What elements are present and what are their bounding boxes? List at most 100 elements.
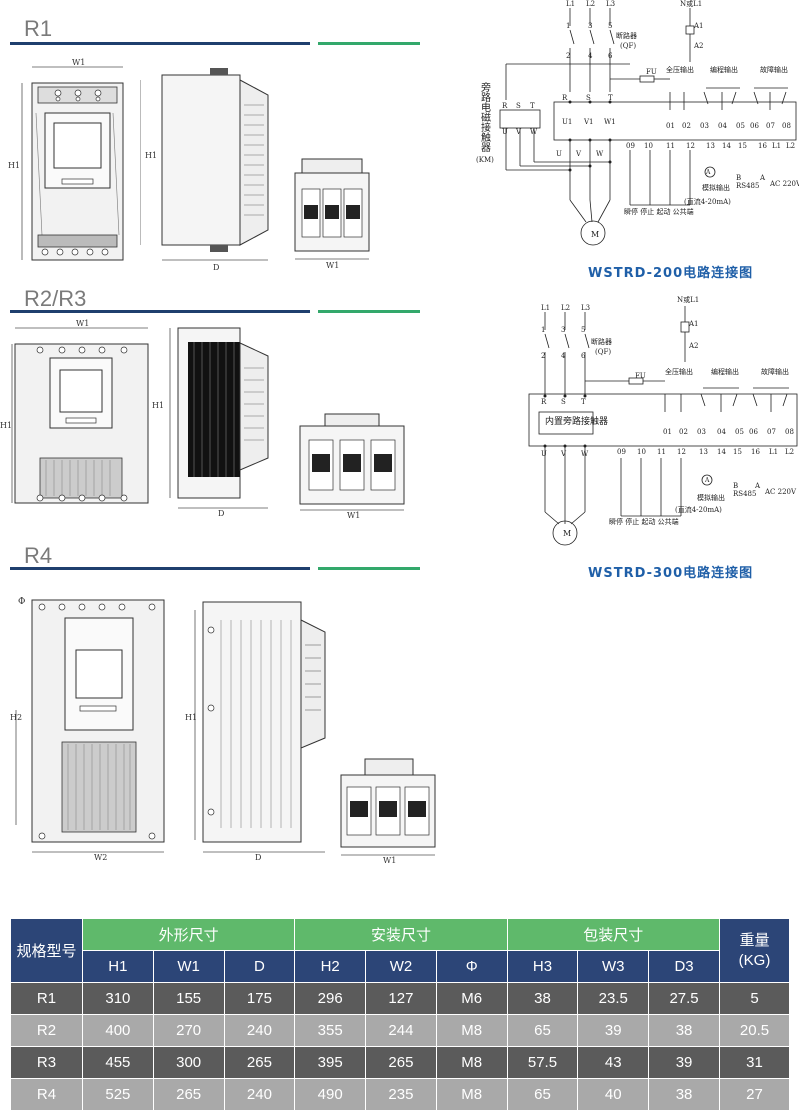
svg-text:W1: W1 [347,511,360,520]
header-model: 规格型号 [10,918,83,983]
svg-text:6: 6 [608,52,613,60]
diagram-300-caption: WSTRD-300电路连接图 [588,566,754,581]
table-cell: 40 [577,1078,650,1111]
svg-text:V: V [515,128,522,136]
svg-text:4: 4 [561,352,566,360]
svg-text:A: A [754,482,761,490]
table-row: R4 525 265 240 490 235 M8 65 40 38 27 [10,1078,790,1111]
svg-text:L1: L1 [769,448,778,456]
svg-text:07: 07 [766,122,775,130]
table-cell: 270 [152,1014,225,1047]
svg-text:15: 15 [738,142,747,150]
table-cell: 65 [506,1014,579,1047]
table-cell: 400 [82,1014,154,1047]
svg-text:Φ: Φ [18,597,25,607]
table-cell: 5 [719,982,790,1015]
r1-bottom-view: W1 [294,158,370,270]
svg-text:06: 06 [750,122,759,130]
svg-text:1: 1 [541,326,545,334]
section-divider-r4 [10,567,420,570]
svg-text:6: 6 [581,352,586,360]
svg-text:FU: FU [635,372,646,380]
header-d3: D3 [648,950,720,983]
table-cell: 23.5 [577,982,650,1015]
table-cell: M8 [435,1078,508,1111]
svg-text:A: A [704,477,710,484]
svg-text:T: T [608,94,613,102]
svg-text:L3: L3 [581,304,590,312]
svg-text:08: 08 [782,122,791,130]
svg-text:RS485: RS485 [733,490,756,498]
svg-text:A: A [705,169,711,176]
svg-text:(KM): (KM) [476,156,494,164]
svg-text:故障输出: 故障输出 [761,367,789,376]
table-cell: 65 [506,1078,579,1111]
svg-text:2: 2 [566,52,570,60]
svg-text:H1: H1 [185,713,197,722]
table-cell: M8 [435,1046,508,1079]
svg-text:模拟输出: 模拟输出 [702,183,730,192]
r2-r3-bottom-view: W1 [299,413,405,520]
svg-text:1: 1 [566,22,570,30]
svg-text:内置旁路接触器: 内置旁路接触器 [545,415,608,427]
table-cell: 39 [648,1046,720,1079]
svg-text:H1: H1 [0,421,12,430]
svg-text:13: 13 [699,448,708,456]
table-cell: 525 [82,1078,154,1111]
svg-text:U1: U1 [562,118,572,126]
svg-text:L2: L2 [786,142,795,150]
svg-text:M: M [591,230,599,239]
svg-text:14: 14 [717,448,726,456]
table-cell: 244 [365,1014,437,1047]
svg-text:W: W [596,150,604,158]
header-d: D [223,950,296,983]
svg-text:10: 10 [637,448,646,456]
table-cell: 296 [294,982,367,1015]
svg-text:09: 09 [626,142,635,150]
table-cell: 355 [294,1014,367,1047]
svg-text:B: B [733,482,738,490]
header-w1: W1 [152,950,225,983]
header-install-dimensions: 安装尺寸 [294,918,508,951]
table-cell: R4 [10,1078,83,1111]
svg-text:L2: L2 [586,0,595,8]
svg-text:S: S [516,102,521,110]
header-outline-dimensions: 外形尺寸 [81,918,296,951]
table-cell: 490 [294,1078,367,1111]
svg-text:14: 14 [722,142,731,150]
svg-text:A2: A2 [693,42,704,50]
table-cell: 127 [365,982,437,1015]
table-cell: 27 [719,1078,790,1111]
table-row: R1 310 155 175 296 127 M6 38 23.5 27.5 5 [10,982,790,1015]
svg-text:L1: L1 [566,0,575,8]
table-cell: 39 [577,1014,650,1047]
svg-text:05: 05 [735,428,744,436]
svg-text:07: 07 [767,428,776,436]
svg-text:03: 03 [700,122,709,130]
svg-text:旁路电磁接触器: 旁路电磁接触器 [479,81,491,153]
diagram-200-caption: WSTRD-200电路连接图 [588,266,754,281]
svg-text:A2: A2 [688,342,699,350]
svg-text:S: S [561,398,566,406]
svg-text:模拟输出: 模拟输出 [697,493,725,502]
svg-text:A1: A1 [693,22,704,30]
table-cell: 31 [719,1046,790,1079]
svg-text:L3: L3 [606,0,615,8]
table-cell: 38 [506,982,579,1015]
header-w2: W2 [365,950,437,983]
table-cell: R2 [10,1014,83,1047]
svg-text:H1: H1 [145,151,157,160]
svg-text:D: D [218,509,224,518]
svg-text:(直流4-20mA): (直流4-20mA) [675,505,722,514]
svg-text:16: 16 [751,448,760,456]
r1-front-view: W1 H1 [8,58,124,261]
svg-text:瞬停 停止 起动 公共端: 瞬停 停止 起动 公共端 [624,207,694,216]
svg-text:L1: L1 [541,304,550,312]
svg-text:全压输出: 全压输出 [665,367,693,376]
svg-text:AC 220V: AC 220V [769,180,799,188]
svg-text:断路器: 断路器 [616,31,637,40]
svg-text:N或L1: N或L1 [677,295,699,304]
svg-text:11: 11 [657,448,666,456]
table-cell: 265 [223,1046,296,1079]
svg-text:V1: V1 [583,118,594,126]
